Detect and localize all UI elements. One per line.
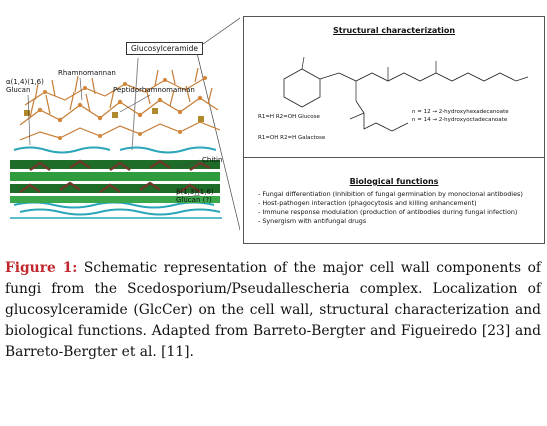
beta-glucan-label: β(1,3)(1,6) Glucan (?) (176, 188, 214, 204)
chitin-label: Chitin (202, 156, 223, 164)
list-item: Fungal differentiation (Inhibition of fu… (258, 190, 543, 199)
alpha-glucan-label: α(1,4)(1,6) Glucan (6, 78, 44, 94)
figure-caption: Figure 1: Schematic representation of th… (5, 258, 541, 363)
caption-lead: Figure 1: (5, 260, 78, 276)
glucose-label: R1=H R2=OH Glucose (258, 114, 320, 120)
glccer-info-panel: Structural characterization R1=H R2=OH G… (243, 16, 545, 244)
cell-wall-diagram (10, 17, 240, 232)
structural-title: Structural characterization (332, 26, 456, 35)
chitin-layer (19, 159, 211, 194)
chain-note-1: n = 12 → 2-hydroxyhexadecanoate (412, 109, 509, 115)
glucosylceramide-label: Glucosylceramide (126, 42, 203, 55)
rhamnomannan-dots (37, 76, 207, 140)
peptide-squares (24, 108, 204, 122)
biological-functions-list: Fungal differentiation (Inhibition of fu… (258, 190, 543, 226)
caption-text: Schematic representation of the major ce… (5, 260, 541, 360)
galactose-label: R1=OH R2=H Galactose (258, 135, 326, 141)
peptidorhamnomannan-label: Peptidorhamnomannan (113, 86, 195, 94)
rhamnomannan-label: Rhamnomannan (58, 69, 116, 77)
panel-divider (244, 157, 544, 158)
rhamnomannan-layer (19, 67, 221, 141)
glccer-structure-drawing (283, 56, 529, 132)
figure: Glucosylceramide α(1,4)(1,6) Glucan Rham… (0, 0, 547, 250)
list-item: Immune response modulation (production o… (258, 208, 543, 217)
list-item: Synergism with antifungal drugs (258, 217, 543, 226)
chain-note-2: n = 14 → 2-hydroxyoctadecanoate (412, 117, 508, 123)
biological-title: Biological functions (349, 177, 439, 186)
list-item: Host-pathogen interaction (phagocytosis … (258, 199, 543, 208)
